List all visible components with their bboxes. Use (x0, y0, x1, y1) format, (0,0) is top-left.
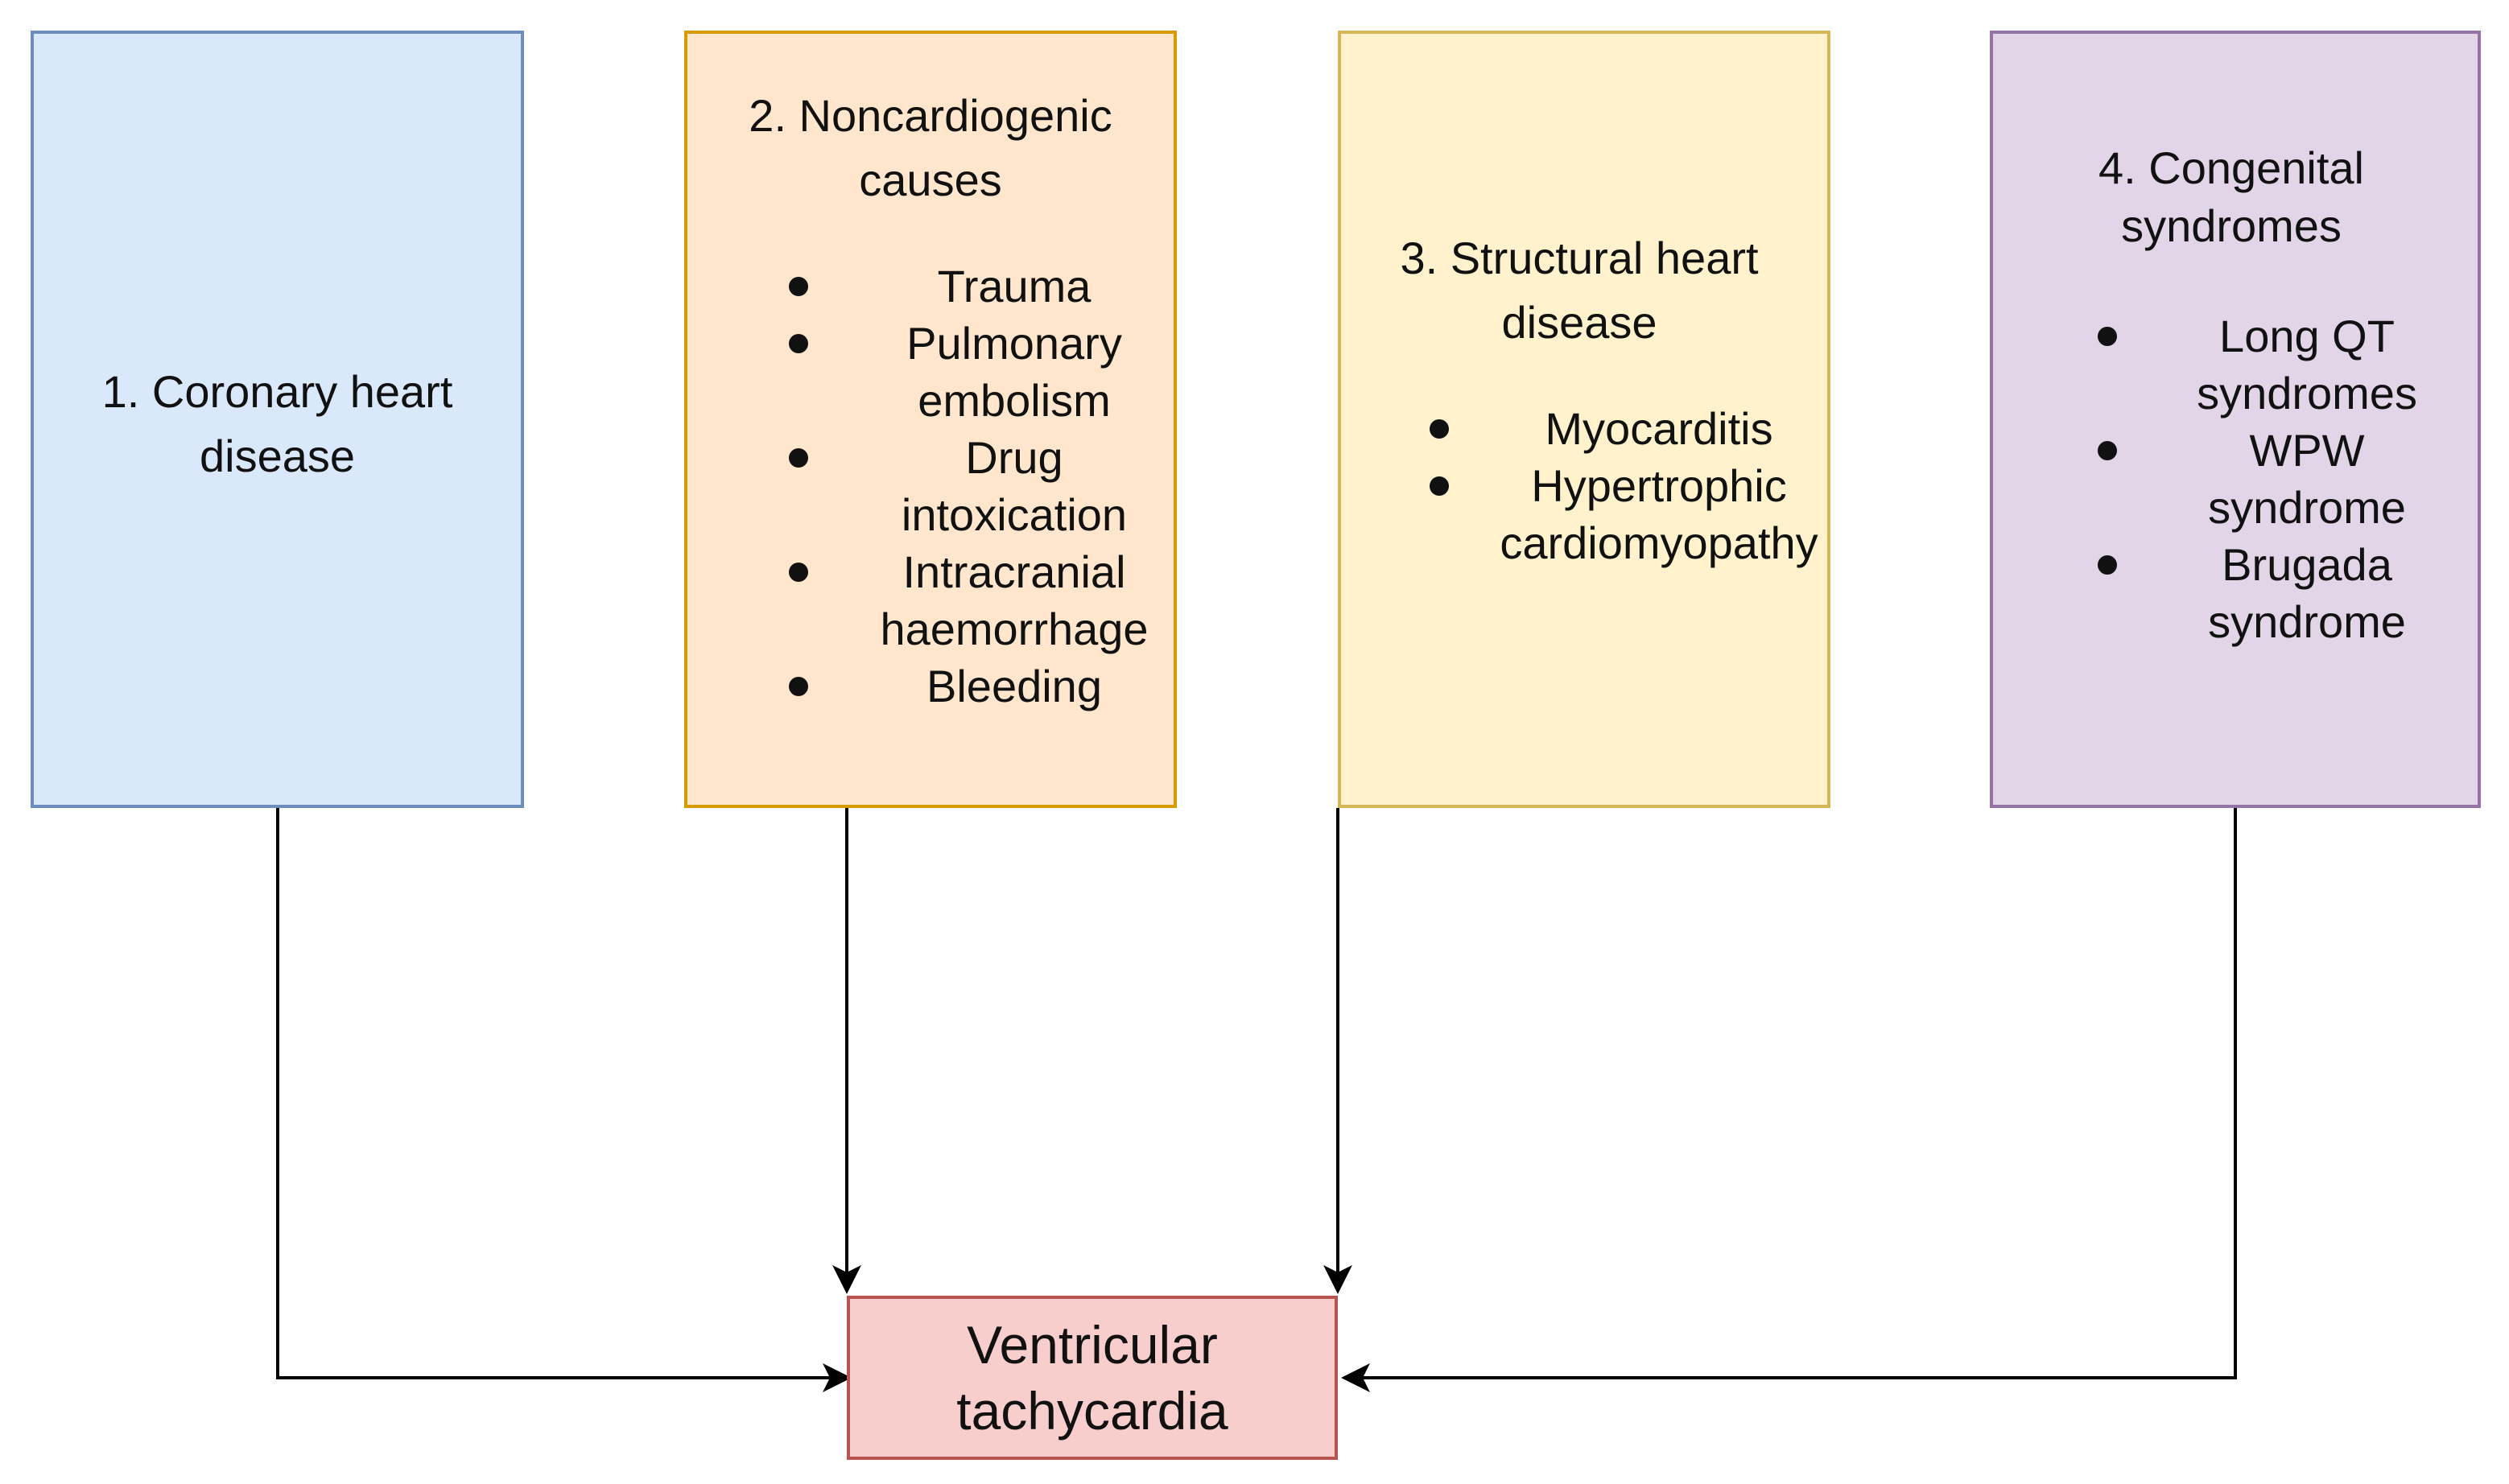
arrowhead-coronary (823, 1363, 852, 1392)
list-item-line1: Long QT (2219, 311, 2395, 361)
list-item-line1: Pulmonary (906, 318, 1122, 369)
coronary-heart-disease-box (31, 31, 524, 808)
list-item-line2: syndromes (2197, 368, 2417, 418)
arrowhead-structural (1323, 1265, 1352, 1294)
bullet-icon (789, 334, 808, 353)
list-item-line2: embolism (918, 375, 1111, 426)
bullet-icon (2098, 555, 2117, 575)
list-item-line1: Myocarditis (1545, 403, 1773, 454)
bullet-icon (2098, 327, 2117, 346)
structural-heart-disease-list: Myocarditis Hypertrophic cardiomyopathy (1430, 400, 1848, 571)
coronary-title-line2: disease (199, 431, 356, 481)
arrowhead-noncardiogenic (832, 1265, 861, 1294)
list-item: Intracranial haemorrhage (789, 543, 1191, 657)
list-item: Myocarditis (1430, 400, 1848, 457)
arrowhead-congenital (1341, 1363, 1370, 1392)
bullet-icon (789, 277, 808, 296)
noncardiogenic-title-line2: causes (859, 155, 1002, 205)
structural-heart-disease-box (1338, 31, 1830, 808)
ventricular-tachycardia-label: Ventricular tachycardia (847, 1312, 1338, 1444)
list-item-line1: Brugada (2222, 539, 2392, 590)
list-item: WPW syndrome (2098, 422, 2468, 536)
list-item-line1: Bleeding (926, 661, 1102, 711)
structural-title-line2: disease (1501, 297, 1657, 348)
list-item: Long QT syndromes (2098, 307, 2468, 422)
congenital-title-line1: 4. Congenital (2098, 142, 2364, 193)
list-item: Hypertrophic cardiomyopathy (1430, 457, 1848, 571)
list-item-line2: intoxication (901, 489, 1128, 540)
list-item-line1: Trauma (937, 261, 1091, 311)
bullet-icon (2098, 441, 2117, 460)
arrow-congenital-to-vt (1346, 808, 2237, 1379)
vt-label-line2: tachycardia (956, 1381, 1228, 1441)
ventricular-tachycardia-box (847, 1296, 1338, 1460)
list-item-line1: Intracranial (902, 546, 1126, 597)
noncardiogenic-causes-box (684, 31, 1177, 808)
coronary-title-line1: 1. Coronary heart (101, 366, 453, 417)
noncardiogenic-causes-title: 2. Noncardiogenic causes (684, 84, 1177, 212)
congenital-syndromes-box (1990, 31, 2481, 808)
list-item-line1: Hypertrophic (1531, 460, 1787, 511)
noncardiogenic-causes-list: Trauma Pulmonary embolism Drug intoxicat… (789, 258, 1191, 715)
list-item-line2: syndrome (2208, 482, 2406, 533)
bullet-icon (789, 677, 808, 696)
list-item-line2: syndrome (2208, 596, 2406, 647)
list-item: Pulmonary embolism (789, 315, 1191, 429)
list-item: Brugada syndrome (2098, 536, 2468, 650)
list-item: Drug intoxication (789, 429, 1191, 543)
congenital-title-line2: syndromes (2121, 200, 2342, 251)
list-item: Bleeding (789, 657, 1191, 715)
bullet-icon (1430, 476, 1449, 496)
list-item: Trauma (789, 258, 1191, 315)
list-item-line2: haemorrhage (880, 604, 1149, 654)
vt-label-line1: Ventricular (967, 1315, 1218, 1375)
congenital-syndromes-list: Long QT syndromes WPW syndrome Brugada s… (2098, 307, 2468, 650)
coronary-heart-disease-title: 1. Coronary heart disease (31, 360, 524, 488)
list-item-line1: WPW (2249, 425, 2365, 476)
list-item-line2: cardiomyopathy (1500, 517, 1818, 568)
bullet-icon (789, 448, 808, 468)
bullet-icon (1430, 419, 1449, 439)
bullet-icon (789, 563, 808, 582)
list-item-line1: Drug (965, 432, 1063, 483)
noncardiogenic-title-line1: 2. Noncardiogenic (749, 90, 1112, 141)
congenital-syndromes-title: 4. Congenital syndromes (1990, 139, 2473, 255)
structural-title-line1: 3. Structural heart (1400, 233, 1759, 283)
arrow-coronary-to-vt (276, 808, 847, 1379)
structural-heart-disease-title: 3. Structural heart disease (1338, 226, 1821, 355)
